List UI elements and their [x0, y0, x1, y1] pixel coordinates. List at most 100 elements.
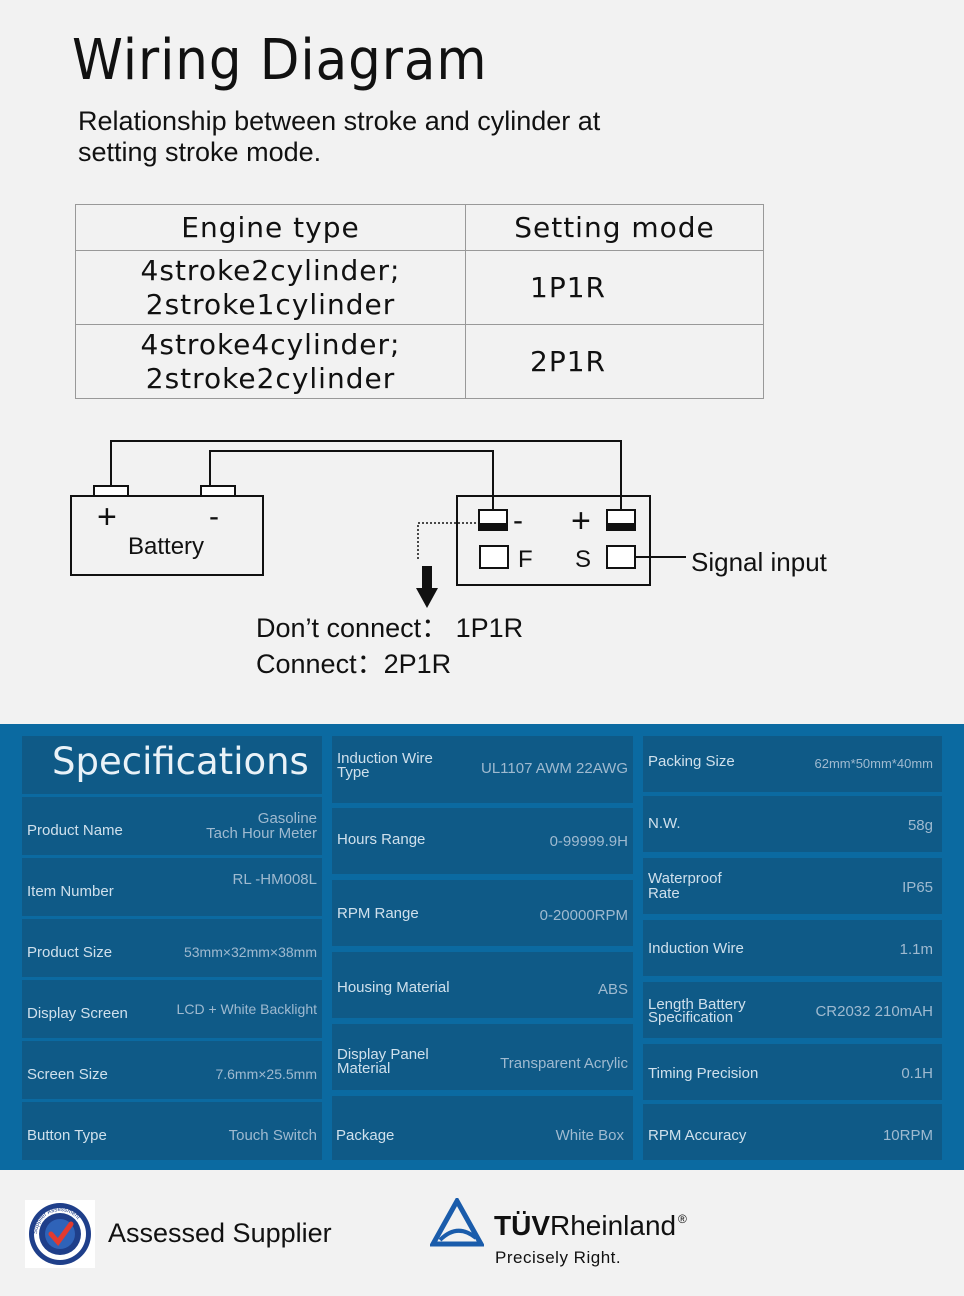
terminal-plus-label: +: [571, 502, 591, 540]
spec-label: Induction Wire: [648, 940, 744, 957]
f-dotted-wire: [417, 522, 480, 560]
setting-mode-cell: 1P1R: [465, 250, 764, 325]
tuv-triangle-logo-icon: [430, 1198, 484, 1247]
tuv-rest: Rheinland: [550, 1210, 677, 1241]
tuv-bold: TÜV: [494, 1210, 550, 1241]
spec-label: Packing Size: [648, 753, 735, 770]
spec-label: Item Number: [27, 883, 114, 900]
engine-type-cell: 4stroke4cylinder; 2stroke2cylinder: [75, 324, 466, 399]
spec-value: 0-99999.9H: [549, 833, 628, 850]
specifications-panel: Specifications Product Name Gasoline Tac…: [0, 724, 964, 1170]
down-arrow-shaft: [422, 566, 432, 590]
spec-display-screen: Display Screen LCD + White Backlight: [22, 980, 322, 1038]
spec-display-panel-material: Display Panel Material Transparent Acryl…: [332, 1024, 633, 1090]
header-setting-mode: Setting mode: [465, 204, 764, 251]
assessed-supplier-seal-icon: Supplier Assessment: [25, 1200, 95, 1268]
table-header-row: Engine type Setting mode: [75, 204, 764, 251]
battery-label: Battery: [128, 533, 204, 560]
spec-value: IP65: [902, 879, 933, 896]
spec-label: Type: [337, 764, 370, 781]
meter-connector: [456, 495, 651, 586]
spec-label: Rate: [648, 885, 680, 902]
stroke-mode-table: Engine type Setting mode 4stroke2cylinde…: [75, 204, 764, 399]
spec-button-type: Button Type Touch Switch: [22, 1102, 322, 1160]
specifications-title: Specifications: [22, 736, 322, 794]
spec-induction-wire: Induction Wire 1.1m: [643, 920, 942, 976]
spec-screen-size: Screen Size 7.6mm×25.5mm: [22, 1041, 322, 1099]
spec-label: Waterproof: [648, 870, 722, 887]
spec-packing-size: Packing Size 62mm*50mm*40mm: [643, 736, 942, 792]
engine-line: 4stroke4cylinder;: [140, 327, 401, 361]
spec-value: 0.1H: [901, 1065, 933, 1082]
spec-value: Tach Hour Meter: [206, 825, 317, 842]
header-engine-type: Engine type: [75, 204, 466, 251]
engine-line: 2stroke1cylinder: [145, 287, 396, 321]
tuv-tagline: Precisely Right.: [495, 1248, 622, 1267]
note-dont-connect: Don’t connect： 1P1R: [256, 613, 524, 643]
spec-value: 1.1m: [899, 941, 933, 958]
page-subtitle: Relationship between stroke and cylinder…: [78, 106, 601, 167]
tuv-rheinland-wordmark: TÜVRheinland: [494, 1210, 676, 1242]
spec-rpm-accuracy: RPM Accuracy 10RPM: [643, 1104, 942, 1160]
connection-notes: Don’t connect： 1P1R Connect：2P1R: [256, 610, 523, 682]
spec-label: Display Panel: [337, 1046, 429, 1063]
spec-waterproof-rate: Waterproof Rate IP65: [643, 858, 942, 914]
spec-timing-precision: Timing Precision 0.1H: [643, 1044, 942, 1100]
spec-label: Induction Wire: [337, 750, 433, 767]
spec-rpm-range: RPM Range 0-20000RPM: [332, 880, 633, 946]
spec-label: N.W.: [648, 815, 681, 832]
spec-item-number: Item Number RL -HM008L: [22, 858, 322, 916]
spec-value: CR2032 210mAH: [815, 1003, 933, 1020]
battery-plus-sign: +: [97, 498, 117, 536]
terminal-f-label: F: [518, 546, 533, 573]
spec-label: Screen Size: [27, 1066, 108, 1083]
spec-value: ABS: [597, 981, 628, 998]
down-arrow-icon: [416, 588, 438, 608]
spec-induction-wire-type: Induction Wire Type UL1107 AWM 22AWG: [332, 736, 633, 803]
note-connect: Connect：2P1R: [256, 649, 452, 679]
spec-length-battery: Length Battery Specification CR2032 210m…: [643, 982, 942, 1038]
spec-product-name: Product Name Gasoline Tach Hour Meter: [22, 797, 322, 855]
engine-type-cell: 4stroke2cylinder; 2stroke1cylinder: [75, 250, 466, 325]
terminal-f: [479, 545, 509, 569]
spec-value: Gasoline: [257, 810, 317, 827]
spec-value: LCD + White Backlight: [176, 1001, 317, 1017]
spec-label: Length Battery: [648, 996, 746, 1013]
spec-label: Hours Range: [337, 831, 426, 848]
spec-label: RPM Range: [337, 905, 419, 922]
battery-plus-terminal: [93, 485, 129, 497]
spec-product-size: Product Size 53mm×32mm×38mm: [22, 919, 322, 977]
battery-box: [70, 495, 264, 576]
spec-value: RL -HM008L: [232, 871, 317, 888]
spec-value: Transparent Acrylic: [500, 1055, 628, 1072]
wiring-diagram: + - Battery - + F S Signal input: [70, 440, 828, 608]
spec-housing-material: Housing Material ABS: [332, 952, 633, 1018]
spec-label: RPM Accuracy: [648, 1127, 747, 1144]
battery-minus-sign: -: [209, 500, 219, 533]
spec-value: 53mm×32mm×38mm: [183, 944, 317, 960]
table-row: 4stroke4cylinder; 2stroke2cylinder 2P1R: [75, 324, 764, 399]
spec-value: White Box: [555, 1127, 624, 1144]
spec-value: 58g: [907, 817, 933, 834]
spec-value: 10RPM: [882, 1127, 933, 1144]
registered-mark: ®: [678, 1212, 687, 1226]
battery-minus-terminal: [200, 485, 236, 497]
spec-value: 62mm*50mm*40mm: [814, 756, 933, 771]
spec-value: 0-20000RPM: [539, 907, 628, 924]
spec-label: Timing Precision: [648, 1065, 759, 1082]
spec-label: Button Type: [27, 1127, 107, 1144]
spec-label: Housing Material: [337, 979, 450, 996]
table-row: 4stroke2cylinder; 2stroke1cylinder 1P1R: [75, 250, 764, 325]
spec-label: Material: [337, 1060, 391, 1077]
spec-label: Package: [336, 1127, 395, 1144]
assessed-supplier-label: Assessed Supplier: [108, 1218, 332, 1248]
spec-value: UL1107 AWM 22AWG: [481, 760, 628, 777]
wires: [110, 440, 622, 510]
signal-input-label: Signal input: [691, 547, 828, 577]
spec-hours-range: Hours Range 0-99999.9H: [332, 808, 633, 874]
terminal-minus-label: -: [513, 504, 523, 537]
engine-line: 4stroke2cylinder;: [140, 253, 401, 287]
terminal-s-label: S: [575, 546, 591, 573]
spec-package: Package White Box: [332, 1096, 633, 1160]
spec-net-weight: N.W. 58g: [643, 796, 942, 852]
